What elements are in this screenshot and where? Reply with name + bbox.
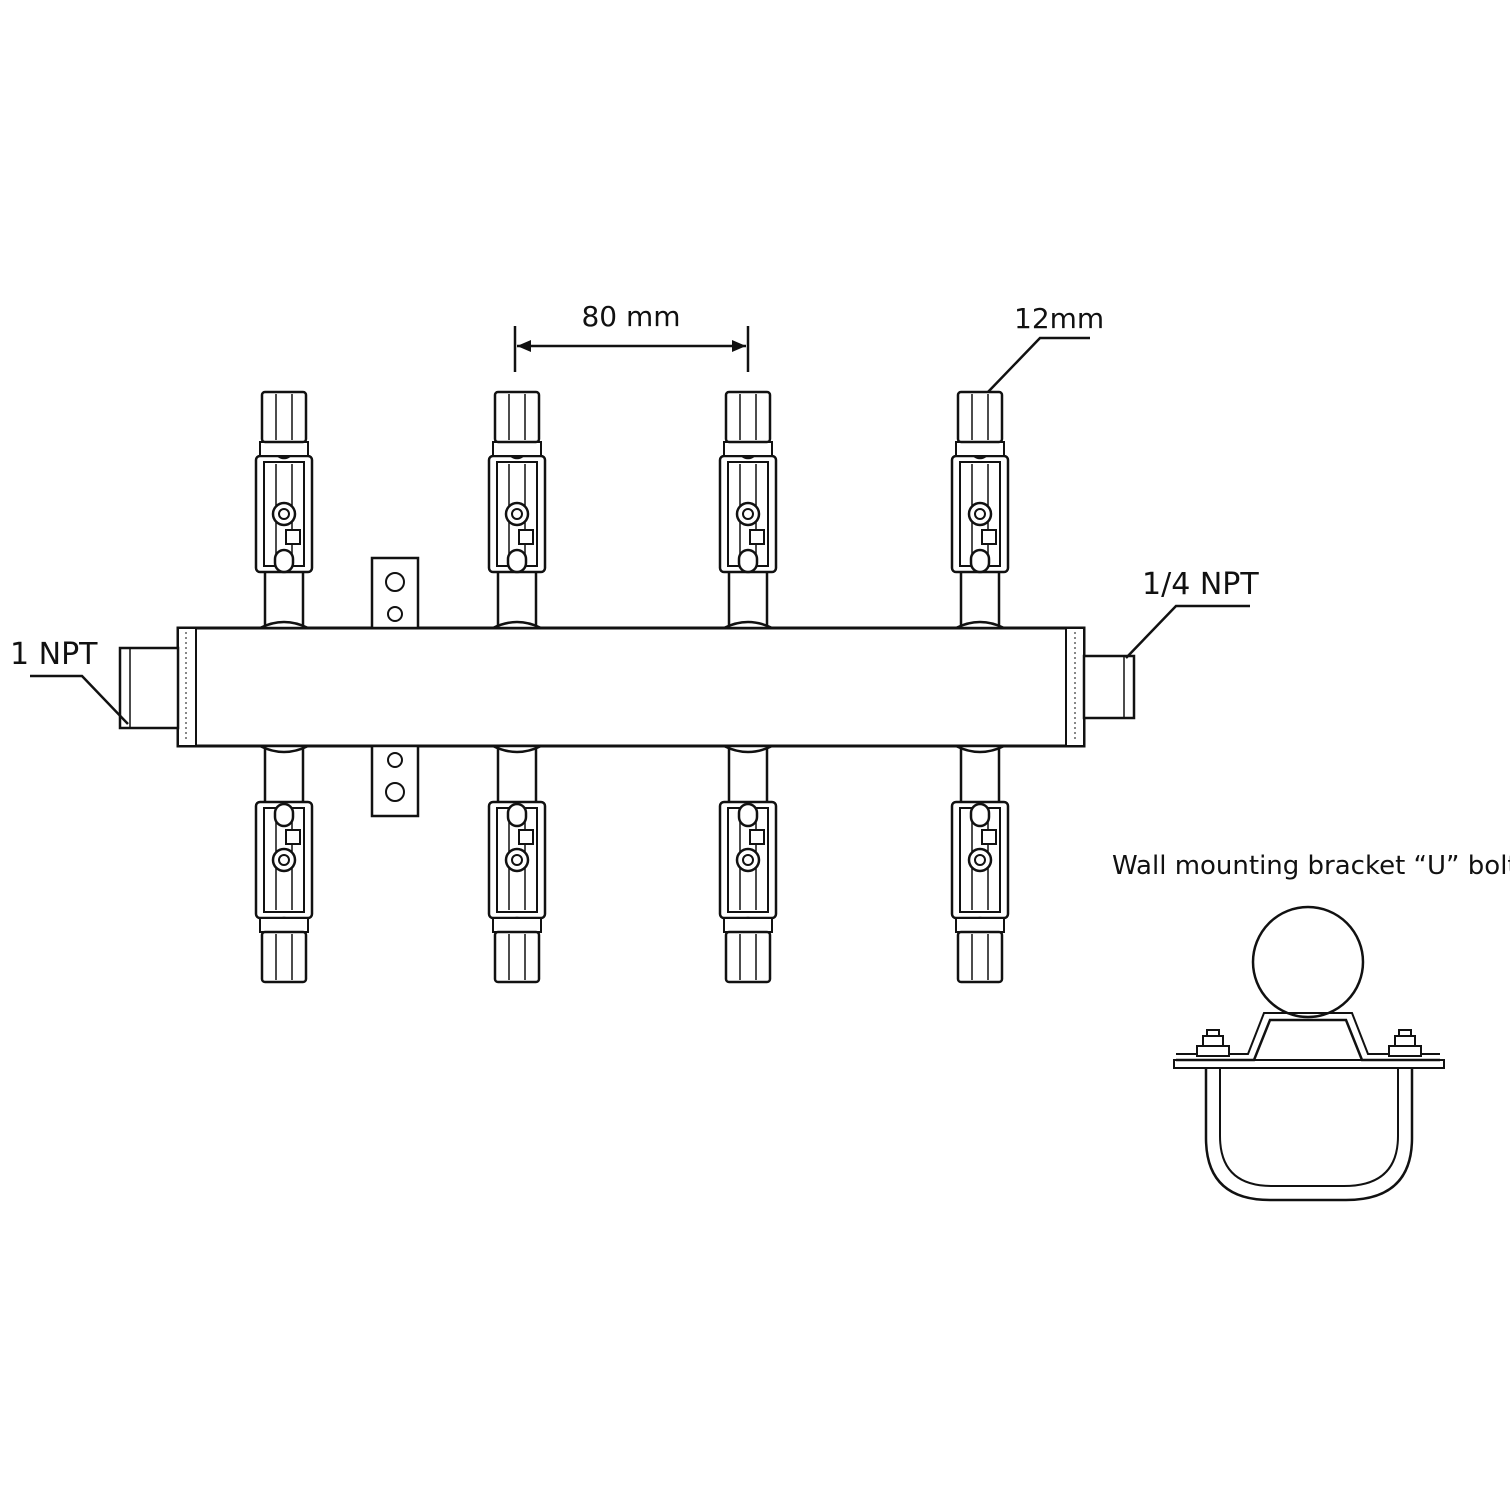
spacing-label: 80 mm: [581, 300, 680, 333]
valve-bottom-1: [254, 744, 314, 984]
valve-bottom-2: [487, 744, 547, 984]
mounting-tab-bottom: [370, 744, 420, 818]
outlet-size-leader: 12mm: [987, 302, 1104, 393]
outlet-size-label: 12mm: [1014, 302, 1104, 335]
valve-top-2: [487, 390, 547, 630]
bracket-label: Wall mounting bracket “U” bolt: [1112, 851, 1510, 881]
spacing-dimension: 80 mm: [513, 300, 750, 372]
valve-top-4: [950, 390, 1010, 630]
header-pipe: [176, 626, 1086, 748]
inlet-label: 1 NPT: [10, 637, 98, 672]
bracket-detail: Wall mounting bracket “U” bolt: [1112, 851, 1510, 1202]
valve-top-3: [718, 390, 778, 630]
valve-top-1: [254, 390, 314, 630]
valve-bottom-4: [950, 744, 1010, 984]
end-outlet-label: 1/4 NPT: [1142, 567, 1259, 602]
mounting-tab-top: [370, 556, 420, 630]
inlet-fitting: [118, 646, 180, 730]
inlet-leader: 1 NPT: [10, 637, 129, 725]
end-outlet-leader: 1/4 NPT: [1125, 567, 1259, 659]
end-outlet-fitting: [1082, 654, 1136, 720]
valve-group: [254, 390, 1010, 984]
valve-bottom-3: [718, 744, 778, 984]
